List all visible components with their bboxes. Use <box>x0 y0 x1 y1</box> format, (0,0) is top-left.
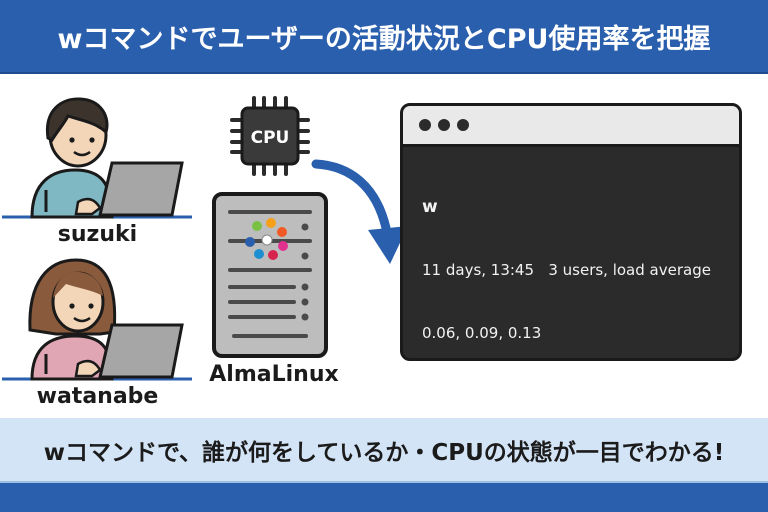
user-watanabe: watanabe <box>0 252 195 422</box>
person-at-laptop-icon <box>2 258 192 381</box>
cpu-label: CPU <box>251 128 290 148</box>
curved-arrow-icon <box>311 159 408 264</box>
header-banner: wコマンドでユーザーの活動状況とCPU使用率を把握 <box>0 0 768 74</box>
server-tower-icon <box>212 192 328 358</box>
page-title: wコマンドでユーザーの活動状況とCPU使用率を把握 <box>57 23 711 55</box>
terminal-output: w 11 days, 13:45 3 users, load average 0… <box>403 147 739 358</box>
load-average-line: 0.06, 0.09, 0.13 <box>422 324 542 342</box>
almalinux-logo-icon <box>245 218 288 260</box>
user-name-label: suzuki <box>57 222 138 247</box>
terminal-title-bar <box>403 106 739 147</box>
server-label: AlmaLinux <box>209 362 339 387</box>
footer-bar <box>0 483 768 512</box>
caption-text: wコマンドで、誰が何をしているか・CPUの状態が一目でわかる! <box>43 439 725 466</box>
user-name-label: watanabe <box>36 384 159 409</box>
laptop <box>98 323 184 379</box>
cpu-chip-icon: CPU <box>230 96 310 176</box>
user-suzuki: suzuki <box>0 90 195 260</box>
terminal-window: w 11 days, 13:45 3 users, load average 0… <box>400 103 742 361</box>
caption-band: wコマンドで、誰が何をしているか・CPUの状態が一目でわかる! <box>0 418 768 483</box>
window-control-dot[interactable] <box>419 119 431 131</box>
command-line: w <box>422 197 438 217</box>
hair <box>45 97 109 142</box>
person-at-laptop-icon <box>2 97 192 219</box>
window-control-dot[interactable] <box>438 119 450 131</box>
window-control-dot[interactable] <box>457 119 469 131</box>
laptop <box>98 161 184 217</box>
uptime-line: 11 days, 13:45 3 users, load average <box>422 261 711 279</box>
